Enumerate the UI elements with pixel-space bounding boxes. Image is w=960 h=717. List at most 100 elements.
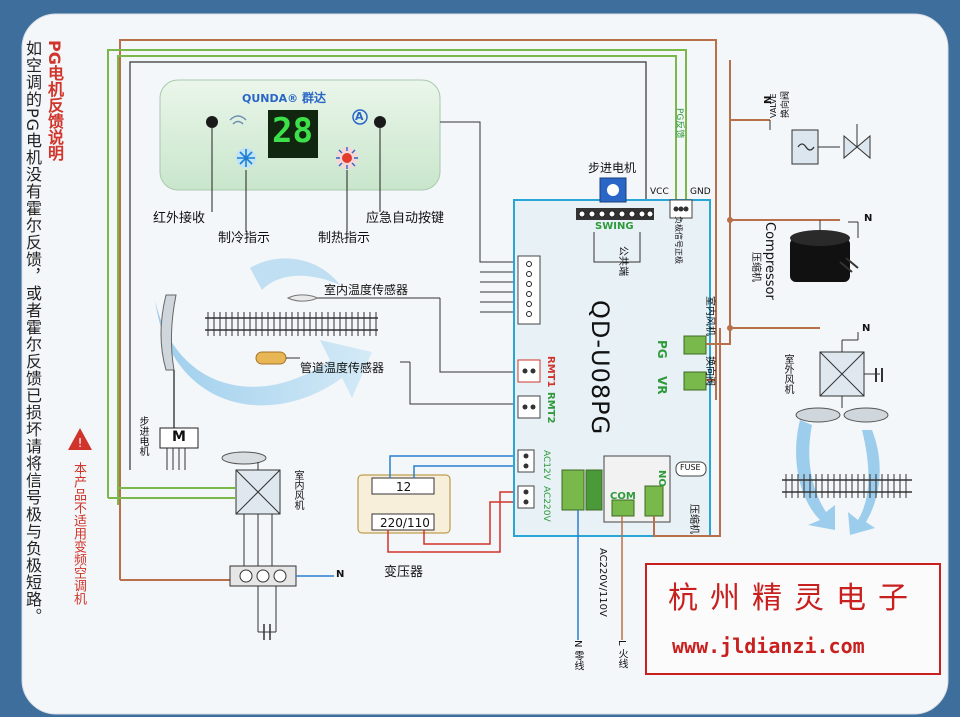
ac220v-connector (517, 485, 535, 509)
input-terminal-l (561, 469, 585, 511)
wire-relay-no (653, 328, 721, 537)
display-readout: 28 (272, 111, 313, 151)
label-feedback-pins: 负极信号正极 (674, 216, 683, 264)
indoor-heat-exchanger (205, 312, 378, 336)
label-fuse: FUSE (680, 463, 701, 472)
connector-pin (526, 261, 532, 267)
connector-pin (608, 210, 616, 218)
vr-connector (683, 371, 707, 391)
transformer-primary: 12 (396, 480, 412, 494)
snowflake-icon (236, 148, 256, 168)
label-stepper-top: 步进电机 (588, 161, 637, 175)
label-pg-feedback: PG反馈 (674, 108, 684, 139)
com-terminal (611, 499, 635, 517)
transformer-secondary: 220/110 (380, 516, 430, 530)
label-vr: VR (655, 376, 669, 395)
connector-pin (646, 210, 654, 218)
indoor-fan-icon (221, 451, 281, 515)
connector-pin (628, 210, 636, 218)
wifi-icon (229, 115, 247, 125)
compressor-body (790, 238, 850, 282)
connector-pin (588, 210, 596, 218)
label-indoor-temp-sensor: 室内温度传感器 (324, 283, 409, 297)
outdoor-heat-exchanger (782, 474, 912, 498)
connector-pin (526, 291, 532, 297)
section-description: 如空调的PG电机没有霍尔反馈，或者霍尔反馈已损坏请将信号极与负极短路。 (23, 40, 42, 626)
label-gnd: GND (690, 187, 711, 197)
warning-text: 本产品不适用变频空调机 (71, 462, 86, 605)
auto-button-circle (352, 109, 368, 125)
label-swing: SWING (595, 221, 634, 232)
wire-panel-cable (440, 121, 520, 263)
label-board-compressor: 压缩机 (688, 504, 699, 534)
auto-button-symbol[interactable]: A (355, 110, 364, 123)
label-no: NO (656, 470, 667, 487)
company-url[interactable]: www.jldianzi.com (672, 634, 865, 658)
svg-text:!: ! (78, 436, 83, 450)
no-terminal (644, 485, 664, 517)
label-board-indoor-fan: 室内风机 (704, 296, 715, 336)
indoor-airflow-arrow-top (250, 258, 340, 290)
rmt2-connector (517, 395, 541, 419)
fuse-box (675, 461, 707, 477)
compressor-n: N (864, 213, 873, 224)
connector-pin (598, 210, 606, 218)
label-com: COM (610, 491, 636, 502)
wire-valve (729, 119, 770, 150)
connector-pin (578, 210, 586, 218)
input-terminal-n (585, 469, 603, 511)
label-live: L 火线 (616, 640, 627, 669)
wire-green-outer-2 (117, 55, 677, 505)
section-title: PG电机反馈说明 (45, 40, 64, 161)
label-ir-receiver: 红外接收 (153, 211, 206, 226)
ac12v-connector (517, 449, 535, 473)
label-ac220v: AC220V (541, 486, 551, 522)
company-name: 杭州精灵电子 (668, 581, 920, 616)
wire-brown-outer (119, 39, 717, 580)
rmt1-connector (517, 359, 541, 383)
ir-receiver-dot (206, 116, 218, 128)
outdoor-fan-blade-r (843, 407, 889, 423)
label-vcc: VCC (650, 187, 669, 197)
stepper-m-letter: M (172, 429, 186, 445)
brand-name-cn: 群达 (302, 91, 327, 105)
label-pipe-temp-sensor: 管道温度传感器 (300, 361, 385, 375)
label-pg: PG (655, 340, 669, 359)
board-model: QD-U08PG (586, 300, 614, 436)
connector-pin (526, 311, 532, 317)
pg-connector (683, 335, 707, 355)
connector-pin (526, 301, 532, 307)
connector-pin (526, 281, 532, 287)
connector-pin (638, 210, 646, 218)
label-rmt2: RMT2 (545, 392, 556, 424)
label-common: 公共端 (617, 246, 628, 276)
outdoor-fan-blade-l (795, 407, 841, 423)
compressor-en: Compressor (762, 222, 777, 300)
label-ac12v: AC12V (541, 450, 551, 480)
company-box (645, 563, 941, 675)
wire-indoor-fan (706, 60, 731, 345)
connector-pin (526, 271, 532, 277)
label-board-reversing: 换向阀 (704, 356, 715, 386)
label-cool-indicator: 制冷指示 (218, 231, 271, 246)
sun-icon (336, 147, 358, 169)
wire-green-outer-1 (107, 49, 687, 498)
emergency-dot (374, 116, 386, 128)
label-outdoor-fan: 室外风机 (782, 354, 793, 394)
terminal-n: N (336, 569, 345, 580)
label-emergency-button: 应急自动按键 (366, 211, 445, 226)
label-indoor-fan: 室内风机 (292, 470, 303, 510)
warning-icon (68, 428, 92, 450)
indoor-airflow-arrow (155, 300, 372, 406)
label-stepper-side: 步进电机 (137, 416, 148, 456)
label-rmt1: RMT1 (545, 356, 556, 388)
brand-name: QUNDA® (242, 92, 299, 105)
transformer-label: 变压器 (384, 565, 424, 580)
label-heat-indicator: 制热指示 (318, 231, 371, 246)
compressor-cn: 压缩机 (750, 252, 761, 282)
valve-cn: 换向阀 (781, 90, 791, 118)
panel-connector (517, 255, 541, 325)
valve-n: N (763, 95, 774, 104)
